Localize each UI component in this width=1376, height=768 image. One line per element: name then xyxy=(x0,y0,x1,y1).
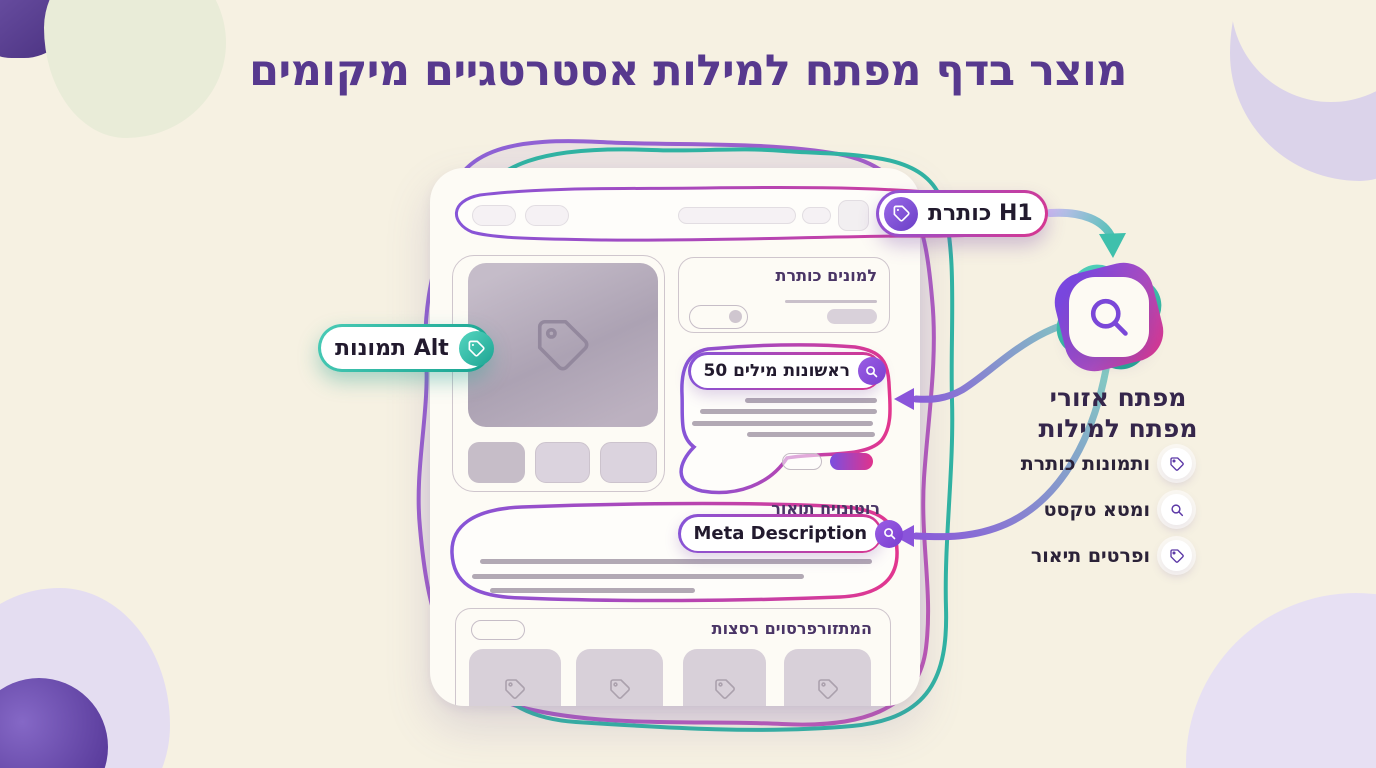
arrowhead-down-icon xyxy=(1099,233,1126,258)
alt-callout-pill: תמונות‎ Alt xyxy=(318,324,494,372)
legend-heading-line1: אזורי‎ מפתח xyxy=(1049,383,1187,412)
counters-section: כותרת‎ למונים xyxy=(678,257,890,333)
h1-callout-pill: כותרת‎ H1 xyxy=(876,190,1048,237)
tag-icon xyxy=(609,679,630,699)
wireframe-text-line xyxy=(747,432,875,437)
wireframe-cta-pill xyxy=(830,453,873,470)
tag-icon xyxy=(1161,448,1192,479)
related-products-section: רסצות‎ המתזורפרסוים xyxy=(455,608,891,706)
arrow-h1-to-icon xyxy=(1046,208,1116,242)
legend-item-label: טקסט‎ ומטא xyxy=(1043,498,1150,521)
wireframe-pill xyxy=(827,309,877,324)
first-words-callout-label: 50 מילים‎ ראשונות xyxy=(703,361,850,381)
gallery-thumbnail xyxy=(535,442,590,483)
first-words-callout-pill: 50 מילים‎ ראשונות xyxy=(688,352,886,390)
wireframe-nav-pill xyxy=(472,205,516,226)
related-product-card xyxy=(576,649,663,706)
wireframe-text-line xyxy=(490,588,695,593)
wireframe-pill xyxy=(782,453,822,470)
corner-blob-bottom-right-lavender xyxy=(1186,593,1376,768)
wireframe-toggle-dot xyxy=(729,310,742,323)
wireframe-nav-pill xyxy=(802,207,831,224)
wireframe-line xyxy=(785,300,877,303)
gallery-thumbnail xyxy=(600,442,657,483)
search-icon xyxy=(1161,494,1192,525)
legend-heading-line2: למילות‎ מפתח xyxy=(1038,413,1198,443)
wireframe-searchbar xyxy=(678,207,796,224)
seo-search-badge xyxy=(1048,256,1170,378)
legend-heading: אזורי‎ מפתח למילות‎ מפתח xyxy=(1032,383,1204,444)
legend-item-text-meta: טקסט‎ ומטא xyxy=(1044,494,1192,525)
wireframe-nav-square xyxy=(838,200,869,231)
wireframe-text-line xyxy=(472,574,804,579)
tag-icon xyxy=(884,196,918,231)
wireframe-text-line xyxy=(700,409,877,414)
search-icon xyxy=(857,357,886,385)
h1-callout-label: כותרת‎ H1 xyxy=(928,201,1033,226)
legend-item-label: תיאור‎ ופרטים xyxy=(1030,544,1150,567)
legend-item-title-images: כותרת‎ ותמונות xyxy=(1021,448,1192,479)
tag-icon xyxy=(537,319,589,371)
search-icon xyxy=(875,519,904,548)
tag-icon xyxy=(505,679,525,699)
wireframe-nav-pill xyxy=(525,205,569,226)
legend-item-label: כותרת‎ ותמונות xyxy=(1020,452,1150,475)
tag-icon xyxy=(1161,540,1192,571)
related-product-card xyxy=(469,649,561,706)
related-heading: רסצות‎ המתזורפרסוים xyxy=(711,619,872,638)
related-product-card xyxy=(784,649,871,706)
counters-heading: כותרת‎ למונים xyxy=(775,266,877,285)
wireframe-toggle xyxy=(689,305,748,329)
tag-icon xyxy=(458,330,494,366)
search-icon xyxy=(1069,277,1149,357)
wireframe-text-line xyxy=(480,559,872,564)
wireframe-text-line xyxy=(692,421,873,426)
tag-icon xyxy=(817,679,838,699)
meta-description-callout-label: Meta Description xyxy=(693,523,868,544)
legend-item-description-details: תיאור‎ ופרטים xyxy=(1031,540,1192,571)
meta-description-callout-pill: Meta Description xyxy=(678,514,904,553)
wireframe-pill xyxy=(471,620,525,640)
tag-icon xyxy=(714,679,735,699)
page-title: מיקומים‎ אסטרטגיים‎ למילות‎ מפתח‎ בדף‎ מ… xyxy=(249,46,1127,96)
product-image-placeholder xyxy=(468,263,658,427)
related-product-card xyxy=(683,649,766,706)
wireframe-text-line xyxy=(745,398,877,403)
gallery-thumbnail xyxy=(468,442,525,483)
alt-callout-label: תמונות‎ Alt xyxy=(335,335,449,361)
product-page-mockup: כותרת‎ למונים רסצות‎ המתזורפרסוים xyxy=(430,168,920,706)
